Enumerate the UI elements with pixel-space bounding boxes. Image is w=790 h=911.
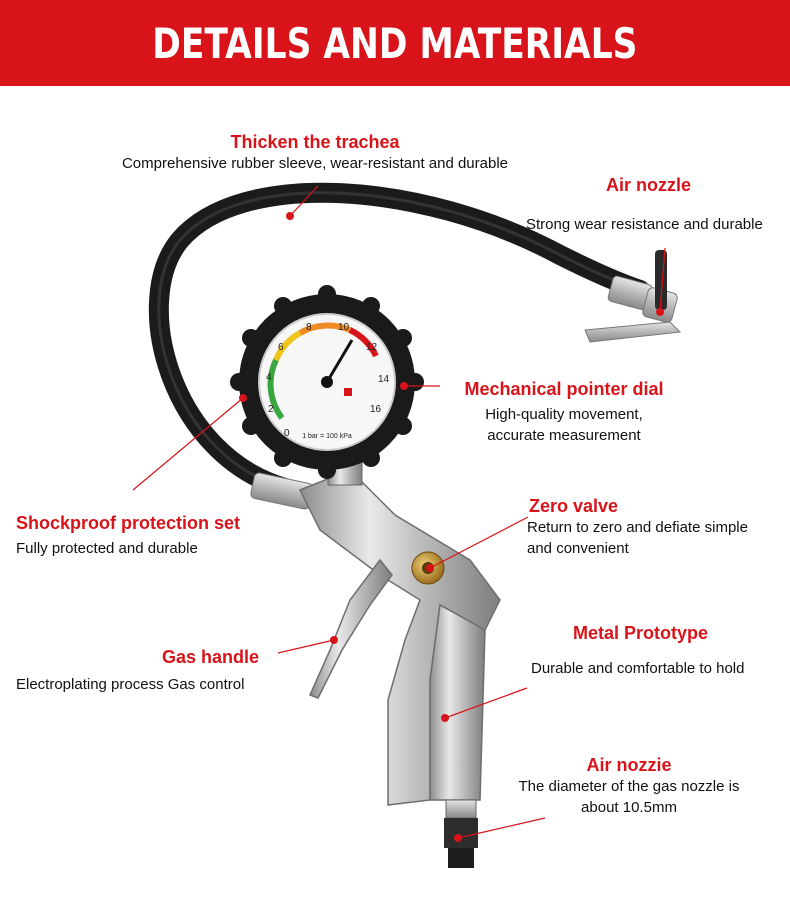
callout-zero-valve-desc-2: and convenient: [527, 540, 629, 557]
callout-metal: Metal Prototype Durable and comfortable …: [531, 623, 744, 679]
callout-dial-desc-1: High-quality movement,: [485, 406, 643, 423]
gauge-tick-2: 2: [268, 404, 274, 415]
gauge-tick-8: 8: [306, 322, 312, 333]
callout-zero-valve: Zero valve Return to zero and defiate si…: [527, 496, 748, 559]
callout-gas-handle: Gas handle Electroplating process Gas co…: [16, 647, 259, 695]
callout-air-nozzle-bottom-desc-1: The diameter of the gas nozzle is: [518, 778, 740, 795]
header-banner: DETAILS AND MATERIALS: [0, 0, 790, 86]
callout-air-nozzle-top: Air nozzle Strong wear resistance and du…: [526, 175, 763, 235]
callout-air-nozzle-bottom-desc-2: about 10.5mm: [581, 799, 677, 816]
page-title: DETAILS AND MATERIALS: [152, 18, 638, 68]
callout-dial: Mechanical pointer dial High-quality mov…: [452, 379, 676, 446]
callout-metal-desc: Durable and comfortable to hold: [531, 660, 745, 677]
gauge-units: 1 bar = 100 kPa: [302, 433, 352, 440]
gauge-tick-14: 14: [378, 374, 390, 385]
callout-metal-title: Metal Prototype: [573, 623, 709, 643]
gauge-tick-16: 16: [370, 404, 382, 415]
callout-trachea-title: Thicken the trachea: [230, 132, 400, 152]
gauge-tick-0: 0: [284, 428, 290, 439]
callout-air-nozzle-bottom-title: Air nozzie: [586, 755, 672, 775]
callout-zero-valve-desc-1: Return to zero and defiate simple: [527, 519, 748, 536]
callout-air-nozzle-top-desc: Strong wear resistance and durable: [526, 216, 763, 233]
callout-shockproof-title: Shockproof protection set: [16, 513, 241, 533]
bottom-nozzle: [444, 799, 478, 868]
gauge-tick-4: 4: [266, 372, 272, 383]
gauge-tick-6: 6: [278, 342, 284, 353]
callout-air-nozzle-bottom: Air nozzie The diameter of the gas nozzl…: [500, 755, 758, 818]
callout-gas-handle-title: Gas handle: [162, 647, 260, 667]
callout-shockproof: Shockproof protection set Fully protecte…: [16, 513, 240, 559]
gauge-tick-12: 12: [366, 342, 378, 353]
callout-air-nozzle-top-title: Air nozzle: [606, 175, 692, 195]
callout-dial-desc-2: accurate measurement: [487, 427, 641, 444]
callout-gas-handle-desc: Electroplating process Gas control: [16, 676, 245, 693]
gauge-tick-10: 10: [338, 322, 350, 333]
callout-trachea-desc: Comprehensive rubber sleeve, wear-resist…: [121, 155, 509, 172]
callout-zero-valve-title: Zero valve: [529, 496, 619, 516]
callout-dial-title: Mechanical pointer dial: [464, 379, 664, 399]
gauge: 0 2 4 6 8 10 12 14 16 1 bar = 100 kPa: [230, 285, 424, 479]
trigger: [308, 558, 393, 699]
callout-shockproof-desc: Fully protected and durable: [16, 540, 198, 557]
callout-trachea: Thicken the trachea Comprehensive rubber…: [100, 132, 530, 174]
